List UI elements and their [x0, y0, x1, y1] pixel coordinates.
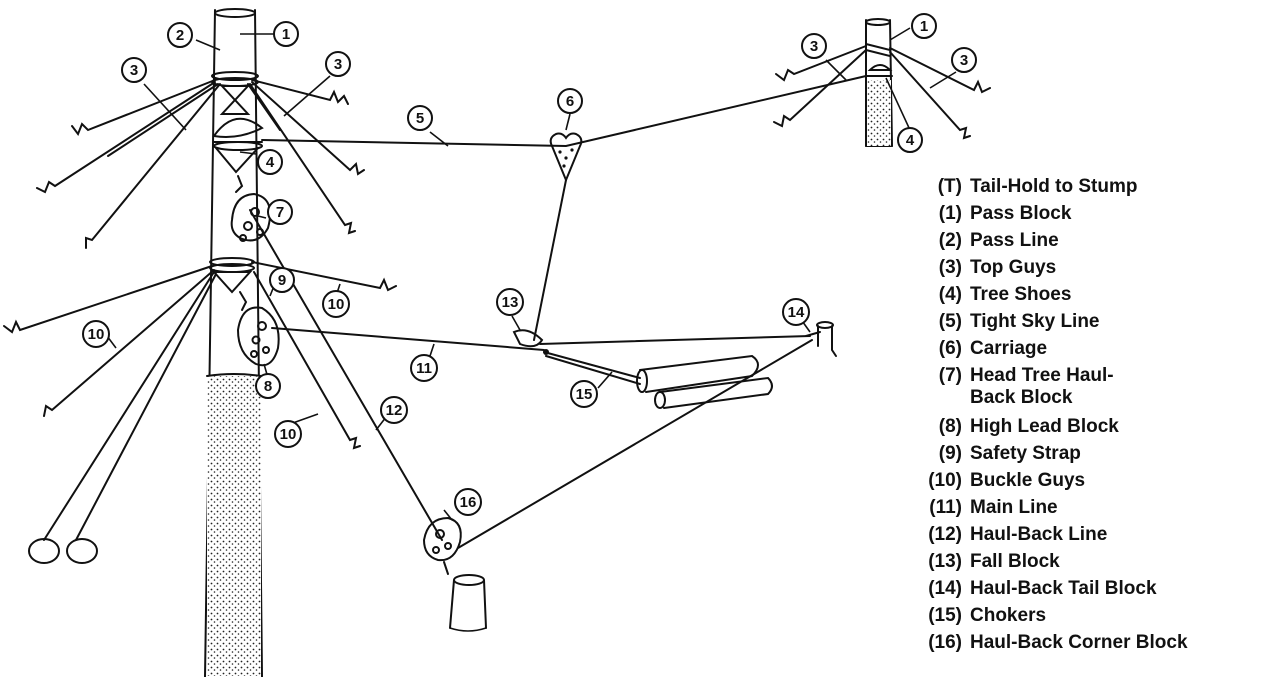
- svg-text:10: 10: [88, 326, 105, 343]
- callout-3: 3: [951, 47, 977, 73]
- legend-item-10: (10)Buckle Guys: [928, 470, 1086, 491]
- haul-back-line: [249, 209, 443, 541]
- legend-item-15: (15)Chokers: [928, 605, 1047, 626]
- callout-16: 16: [454, 488, 482, 516]
- legend-item-4: (4)Tree Shoes: [938, 284, 1072, 305]
- logs: [636, 354, 773, 409]
- callout-1: 1: [273, 21, 299, 47]
- legend-item-3: (3)Top Guys: [938, 257, 1057, 278]
- haul-back-tail-line: [539, 335, 811, 345]
- callout-3: 3: [325, 51, 351, 77]
- svg-text:10: 10: [280, 426, 297, 443]
- callout-13: 13: [496, 288, 524, 316]
- main-line: [271, 327, 545, 351]
- legend-item-16: (16)Haul-Back Corner Block: [928, 632, 1188, 653]
- svg-text:3: 3: [960, 52, 968, 69]
- top-guy-band: [211, 71, 259, 115]
- callout-14: 14: [782, 298, 810, 326]
- haul-back-return-line: [457, 339, 813, 549]
- svg-text:13: 13: [502, 294, 519, 311]
- tail-tree: [865, 18, 893, 147]
- top-guys-head-tree: [36, 79, 365, 249]
- svg-text:9: 9: [278, 272, 286, 289]
- callout-9: 9: [269, 267, 295, 293]
- legend-item-9: (9)Safety Strap: [938, 443, 1081, 464]
- tail-hold-stump: [28, 538, 60, 564]
- legend-item-11: (11)Main Line: [929, 497, 1058, 518]
- callout-11: 11: [410, 354, 438, 382]
- leader-lines: [103, 27, 957, 521]
- head-tree-bark: [207, 376, 261, 676]
- svg-text:4: 4: [906, 132, 915, 149]
- svg-text:1: 1: [282, 26, 290, 43]
- svg-text:12: 12: [386, 402, 403, 419]
- callout-4: 4: [897, 127, 923, 153]
- legend-item-6: (6)Carriage: [938, 338, 1048, 359]
- legend-item-7-cont: Back Block: [970, 387, 1073, 408]
- callout-15: 15: [570, 380, 598, 408]
- carriage-drop-line: [533, 179, 567, 341]
- tight-sky-line: [261, 75, 867, 148]
- buckle-guys: [3, 261, 397, 541]
- svg-text:2: 2: [176, 27, 184, 44]
- haul-back-corner-block: [422, 516, 487, 632]
- callout-2: 2: [167, 22, 193, 48]
- svg-text:3: 3: [810, 38, 818, 55]
- svg-text:7: 7: [276, 204, 284, 221]
- svg-text:6: 6: [566, 93, 574, 110]
- callout-12: 12: [380, 396, 408, 424]
- callout-6: 6: [557, 88, 583, 114]
- callout-7: 7: [267, 199, 293, 225]
- legend-item-7: (7)Head Tree Haul-: [938, 365, 1114, 386]
- svg-text:15: 15: [576, 386, 593, 403]
- callout-10: 10: [322, 290, 350, 318]
- head-tree: [204, 8, 263, 677]
- legend-item-1: (1)Pass Block: [938, 203, 1072, 224]
- legend-item-t: (T)Tail-Hold to Stump: [937, 176, 1138, 197]
- legend-item-5: (5)Tight Sky Line: [938, 311, 1100, 332]
- tail-hold-stump: [66, 538, 98, 564]
- svg-text:16: 16: [460, 494, 477, 511]
- legend-item-13: (13)Fall Block: [928, 551, 1060, 572]
- top-guys-tail-tree: [773, 45, 991, 140]
- svg-text:4: 4: [266, 154, 275, 171]
- callout-8: 8: [255, 373, 281, 399]
- svg-text:5: 5: [416, 110, 424, 127]
- callout-4: 4: [257, 149, 283, 175]
- callout-1: 1: [911, 13, 937, 39]
- haul-back-tail-block: [805, 321, 837, 357]
- svg-text:3: 3: [130, 62, 138, 79]
- legend-item-12: (12)Haul-Back Line: [928, 524, 1108, 545]
- svg-text:11: 11: [416, 360, 432, 377]
- chokers: [543, 351, 641, 379]
- callout-3: 3: [801, 33, 827, 59]
- svg-text:1: 1: [920, 18, 928, 35]
- tail-tree-bark: [867, 80, 891, 146]
- carriage: [549, 132, 583, 183]
- svg-text:8: 8: [264, 378, 272, 395]
- callout-3: 3: [121, 57, 147, 83]
- legend-item-14: (14)Haul-Back Tail Block: [928, 578, 1157, 599]
- svg-text:10: 10: [328, 296, 345, 313]
- callout-10: 10: [274, 420, 302, 448]
- svg-text:3: 3: [334, 56, 342, 73]
- legend-item-8: (8)High Lead Block: [938, 416, 1119, 437]
- svg-text:14: 14: [788, 304, 805, 321]
- callout-10: 10: [82, 320, 110, 348]
- callout-5: 5: [407, 105, 433, 131]
- head-tree-haul-back-block: [230, 175, 272, 242]
- high-lead-block: [236, 291, 280, 367]
- tree-shoe: [212, 117, 264, 174]
- legend-item-2: (2)Pass Line: [938, 230, 1059, 251]
